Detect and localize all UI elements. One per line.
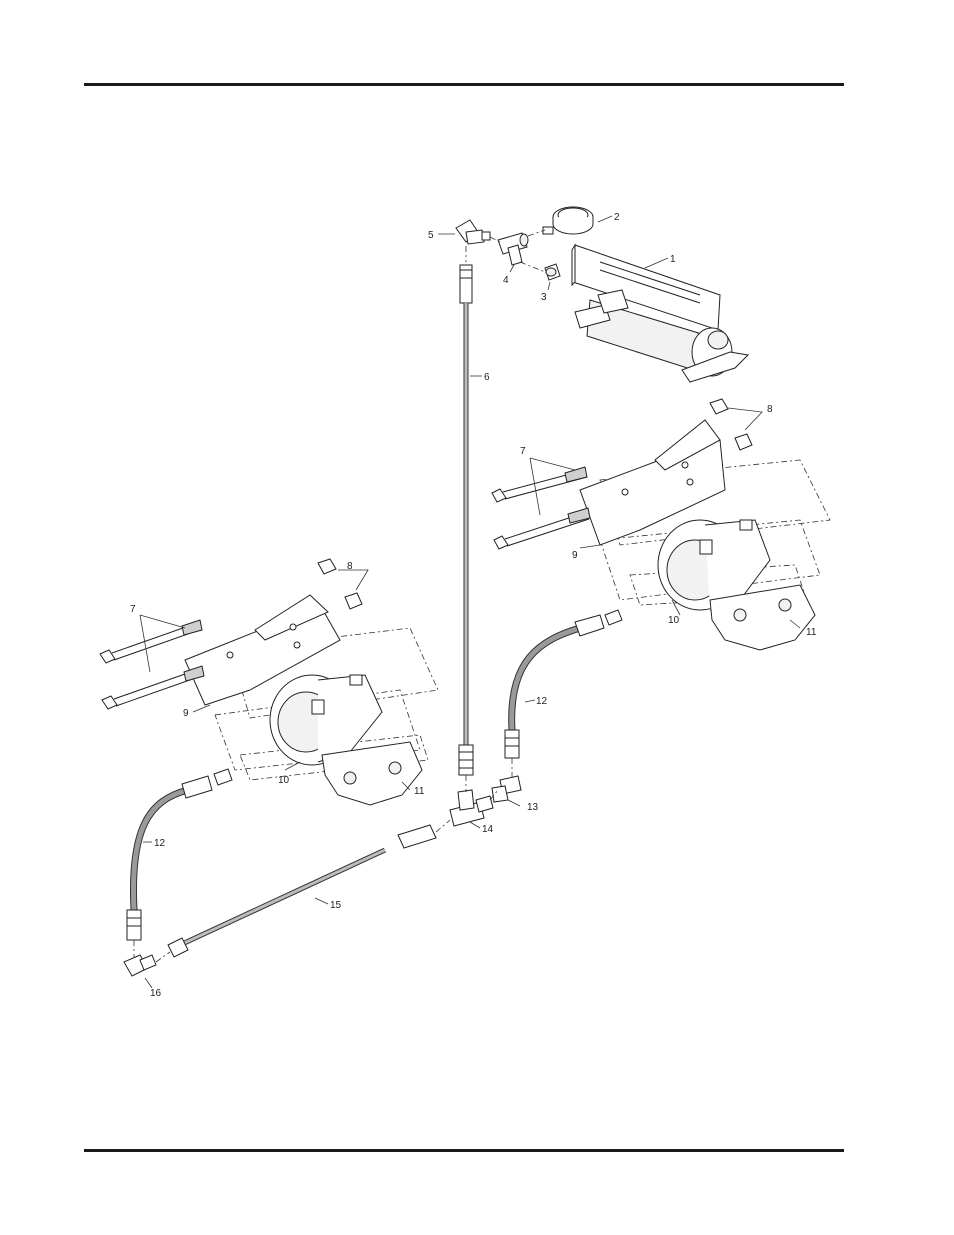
hand-pump [572, 245, 748, 382]
callout-5: 5 [428, 230, 434, 241]
adapter-fitting [545, 264, 560, 280]
callout-3: 3 [541, 292, 547, 303]
right-nut-lower [735, 434, 752, 450]
left-bolt-lower [102, 666, 204, 709]
callout-4: 4 [503, 275, 509, 286]
callout-12-right: 12 [536, 696, 548, 707]
elbow-fitting-top [456, 220, 490, 244]
callout-16: 16 [150, 988, 162, 999]
callout-8-left: 8 [347, 561, 353, 572]
tee-fitting-top [498, 233, 528, 265]
right-nut-upper [710, 399, 728, 414]
callout-7-right: 7 [520, 446, 526, 457]
callout-15: 15 [330, 900, 342, 911]
adapter-fitting-lower [398, 825, 436, 848]
callout-1: 1 [670, 254, 676, 265]
right-bolt-upper [492, 467, 587, 502]
callout-12-left: 12 [154, 838, 166, 849]
callout-13: 13 [527, 802, 539, 813]
left-nut-lower [345, 593, 362, 609]
vertical-hose [459, 265, 473, 775]
elbow-fitting-13 [492, 776, 521, 802]
callout-9-left: 9 [183, 708, 189, 719]
callout-14: 14 [482, 824, 494, 835]
left-brake-assembly [100, 559, 438, 940]
callout-11-right: 11 [806, 627, 817, 638]
callout-10-left: 10 [278, 775, 290, 786]
left-bolt-upper [100, 620, 202, 663]
callout-2: 2 [614, 212, 620, 223]
pressure-gauge [543, 207, 593, 234]
callout-8-right: 8 [767, 404, 773, 415]
right-bolt-lower [494, 508, 590, 549]
callout-10-right: 10 [668, 615, 680, 626]
tee-fitting-14 [450, 790, 493, 826]
callout-6: 6 [484, 372, 490, 383]
left-nut-upper [318, 559, 336, 574]
callout-7-left: 7 [130, 604, 136, 615]
elbow-fitting-16 [124, 955, 156, 976]
callout-11-left: 11 [414, 786, 425, 797]
rigid-brake-line [168, 850, 385, 957]
callout-9-right: 9 [572, 550, 578, 561]
